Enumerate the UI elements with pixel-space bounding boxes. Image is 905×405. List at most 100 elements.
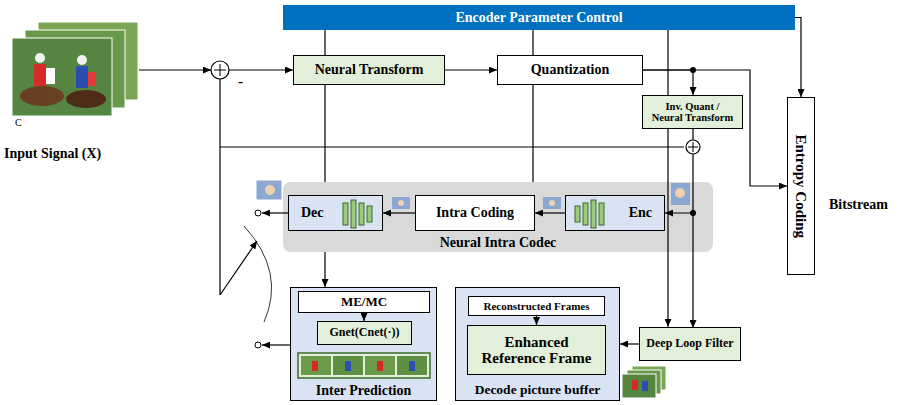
network-layer bbox=[359, 203, 364, 225]
adder-sign bbox=[693, 142, 694, 152]
frame-thumb bbox=[365, 356, 395, 375]
network-layer bbox=[351, 200, 356, 228]
box-fill bbox=[317, 321, 412, 345]
switch-arc bbox=[244, 226, 272, 322]
thumbnail bbox=[392, 197, 410, 209]
network-layer bbox=[591, 200, 596, 228]
frame-detail bbox=[312, 361, 318, 371]
box-fills bbox=[283, 5, 815, 401]
process-box: Deep Loop Filter bbox=[639, 327, 741, 361]
box-fill bbox=[467, 325, 606, 375]
sign-label: - bbox=[238, 73, 243, 90]
adder bbox=[686, 140, 700, 154]
frame-thumb bbox=[333, 356, 363, 375]
box-fill bbox=[283, 182, 713, 252]
box-label: ME/MC bbox=[341, 295, 387, 309]
adder-sign bbox=[220, 64, 221, 76]
frame-detail bbox=[409, 361, 415, 371]
jockey bbox=[632, 380, 638, 390]
video-frame bbox=[12, 38, 112, 116]
label-anchor: Input Signal (X) bbox=[4, 146, 101, 161]
connector bbox=[667, 129, 668, 327]
switch-arm bbox=[220, 241, 257, 295]
connector bbox=[667, 30, 668, 95]
frame-thumb bbox=[301, 356, 331, 375]
input-wire bbox=[139, 69, 211, 70]
process-box: Intra Coding bbox=[415, 195, 535, 231]
frame-detail bbox=[345, 361, 351, 371]
junction-dot bbox=[690, 210, 696, 216]
box-label: Neural Intra Codec bbox=[440, 235, 557, 250]
box-fill bbox=[283, 5, 795, 30]
connector bbox=[620, 343, 639, 344]
box-label: Reconstructed Frames bbox=[484, 300, 590, 312]
thumbnail bbox=[256, 180, 282, 200]
connector bbox=[643, 70, 787, 186]
thumbnail bbox=[543, 197, 561, 209]
box-label: Encoder Parameter Control bbox=[455, 10, 622, 25]
scan-mark: C bbox=[15, 117, 22, 128]
input-label: Input Signal (X) bbox=[4, 146, 101, 161]
connector bbox=[532, 85, 533, 182]
prediction-wire bbox=[219, 79, 220, 295]
helmet bbox=[77, 55, 87, 65]
jockey bbox=[88, 72, 96, 86]
process-box: ME/MC bbox=[298, 291, 430, 313]
connector bbox=[383, 212, 415, 213]
recon-wire bbox=[692, 213, 693, 328]
box-fill bbox=[497, 55, 643, 85]
jockey bbox=[76, 66, 88, 88]
connector bbox=[324, 85, 325, 182]
connector bbox=[324, 30, 325, 55]
box-label: Inv. Quant / Neural Transform bbox=[649, 101, 736, 123]
box-fill bbox=[642, 95, 743, 129]
box-label: Deep Loop Filter bbox=[646, 337, 733, 350]
box-label: Quantization bbox=[531, 62, 610, 77]
junction-dot bbox=[690, 67, 696, 73]
network-layer bbox=[367, 206, 372, 222]
box-fill bbox=[290, 287, 437, 401]
switch-contact bbox=[255, 210, 261, 216]
label-anchor: - bbox=[238, 73, 243, 90]
box-label: Inter Prediction bbox=[316, 383, 412, 398]
horse bbox=[20, 86, 64, 106]
box-label: Gnet(Cnet(·)) bbox=[330, 326, 400, 339]
residual-wire bbox=[229, 69, 293, 70]
connector bbox=[536, 316, 537, 325]
box-label: Intra Coding bbox=[436, 205, 514, 220]
box-fill bbox=[288, 195, 383, 231]
box-label: Entropy Coding bbox=[793, 134, 810, 238]
video-frame bbox=[622, 374, 656, 398]
network-layer bbox=[575, 206, 580, 222]
thumbnail-face bbox=[398, 200, 404, 206]
connector bbox=[535, 212, 565, 213]
box-label: Enhanced Reference Frame bbox=[474, 334, 599, 367]
box-label: Decode picture buffer bbox=[475, 383, 601, 398]
intra-out-wire bbox=[262, 212, 288, 213]
network-layer bbox=[599, 203, 604, 225]
box-fill bbox=[293, 55, 445, 85]
frame-strip bbox=[298, 353, 430, 378]
label-anchor: Bitstream bbox=[829, 197, 888, 212]
box-label: Dec bbox=[301, 205, 324, 220]
box-fill bbox=[565, 195, 665, 231]
connector bbox=[795, 18, 801, 98]
process-box: Neural Transform bbox=[293, 55, 445, 85]
thumbnail-face bbox=[265, 185, 275, 195]
jockey bbox=[34, 64, 46, 86]
box-fill bbox=[415, 195, 535, 231]
box-fill bbox=[639, 327, 741, 361]
box-label: Neural Transform bbox=[315, 62, 424, 77]
jockey bbox=[642, 381, 648, 391]
group-box: Decode picture buffer Reconstructed Frame… bbox=[455, 287, 620, 401]
box-fill bbox=[787, 97, 815, 275]
thumbnail-face bbox=[675, 188, 685, 198]
control-bar: Encoder Parameter Control bbox=[283, 5, 795, 30]
adder bbox=[211, 61, 229, 79]
thumbnail-face bbox=[549, 200, 555, 206]
process-box: Enhanced Reference Frame bbox=[467, 325, 606, 375]
process-box: Entropy Coding bbox=[787, 97, 815, 275]
label-anchor: C bbox=[15, 117, 22, 128]
